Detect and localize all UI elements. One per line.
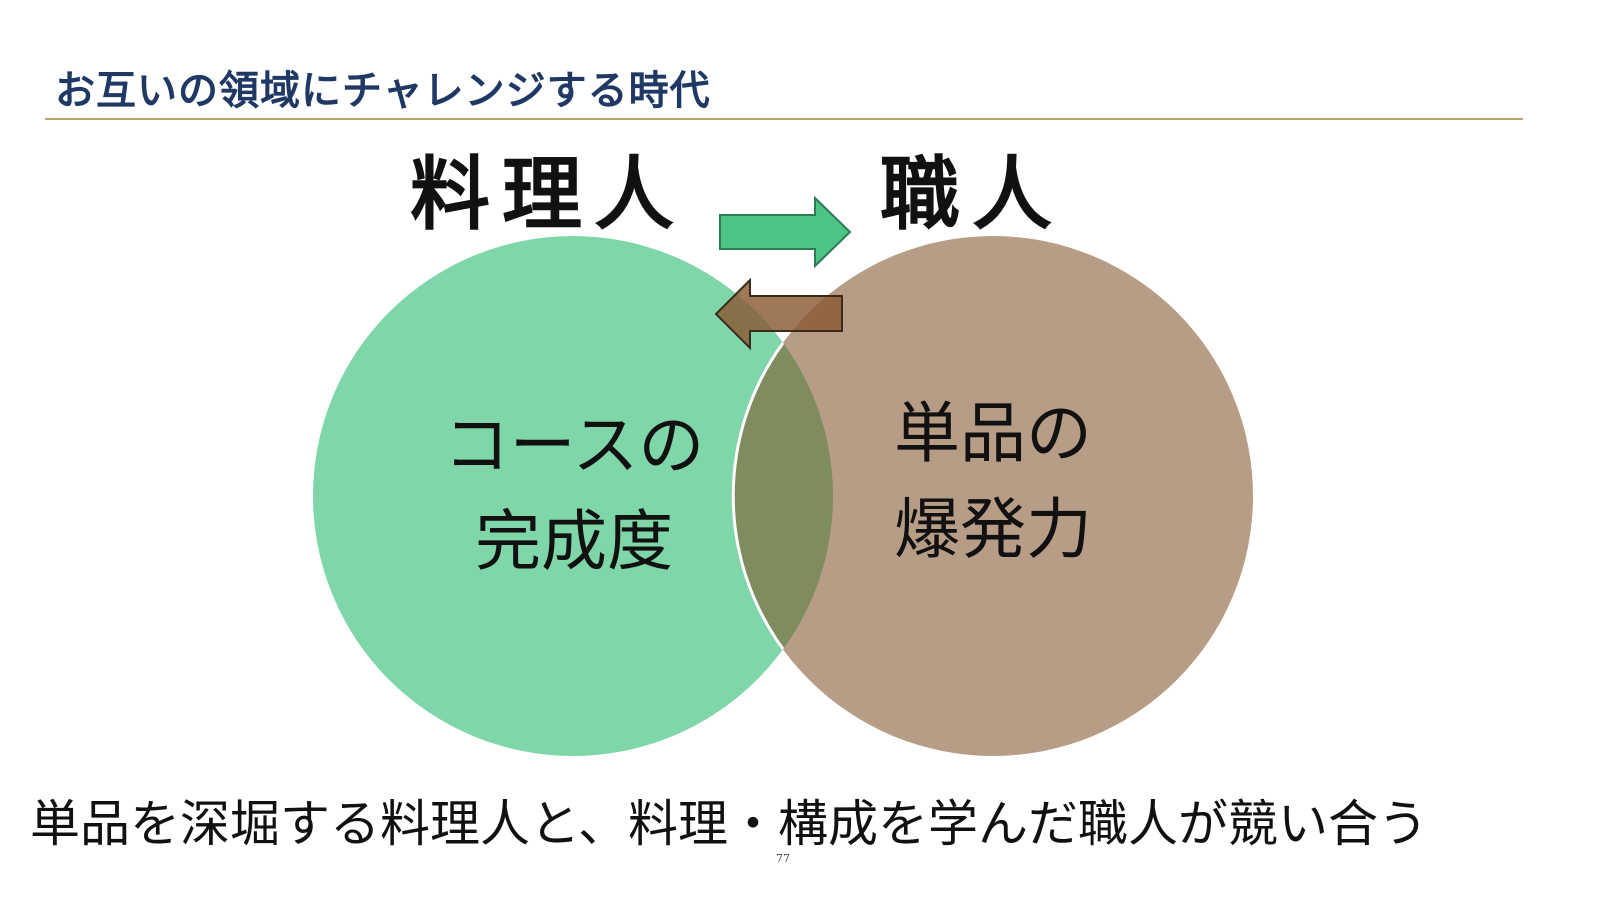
overlap-outline: [731, 342, 785, 650]
left-circle-line-1: コースの: [443, 407, 705, 484]
right-circle-text: 単品の 爆発力: [838, 386, 1148, 578]
slide-title: お互いの領域にチャレンジする時代: [55, 68, 711, 114]
title-divider: [45, 118, 1523, 120]
bottom-message: 単品を深堀する料理人と、料理・構成を学んだ職人が競い合う: [30, 795, 1428, 853]
right-role-label: 職人: [880, 147, 1064, 241]
left-circle-text: コースの 完成度: [414, 398, 734, 590]
page-number: 77: [776, 852, 790, 865]
left-circle-line-2: 完成度: [475, 503, 673, 580]
left-role-label: 料理人: [410, 147, 686, 241]
right-arrow-icon: [719, 195, 852, 269]
right-circle-line-1: 単品の: [894, 395, 1092, 472]
left-arrow-icon: [714, 277, 843, 351]
right-circle: [733, 236, 1253, 756]
left-circle: [313, 236, 833, 756]
right-circle-line-2: 爆発力: [894, 491, 1092, 568]
